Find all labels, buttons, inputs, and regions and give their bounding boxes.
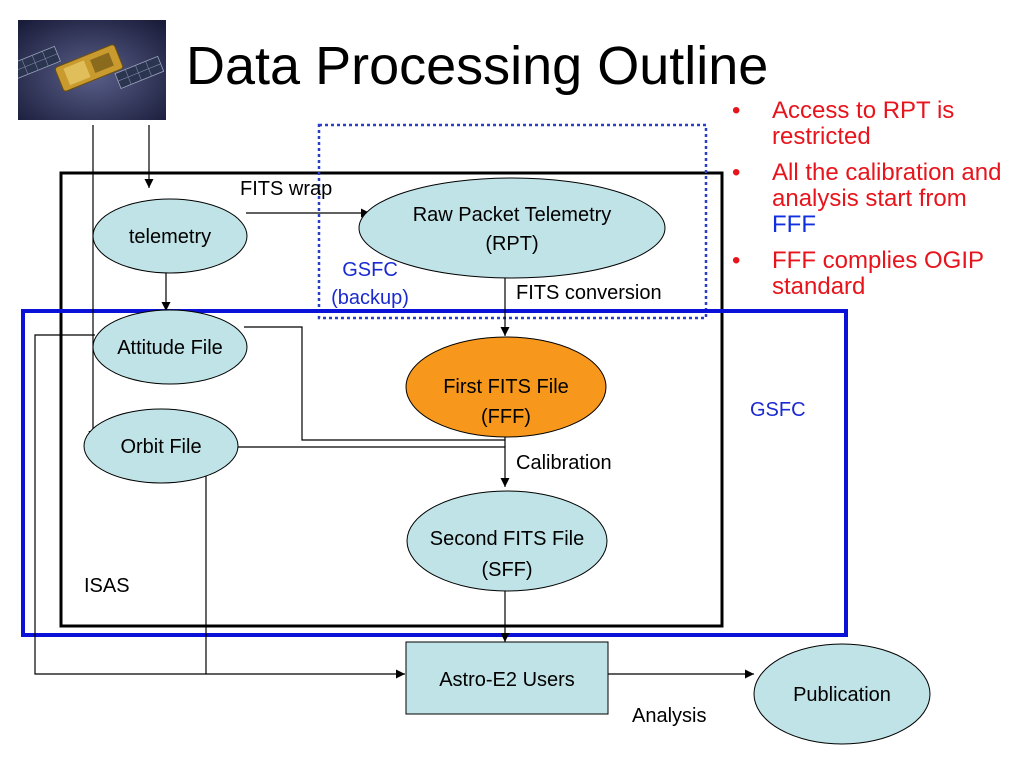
node-attitude-file: Attitude File — [92, 309, 248, 385]
arrow-orbit-to-calibration — [238, 446, 510, 487]
node-telemetry: telemetry — [92, 198, 248, 274]
fff-label-line1: First FITS File — [443, 376, 569, 398]
note-text: All the calibration and analysis start f… — [772, 159, 1002, 212]
fff-label-line2: (FFF) — [481, 406, 531, 428]
gsfc-backup-label-line1: GSFC — [342, 259, 398, 281]
rpt-label-line1: Raw Packet Telemetry — [413, 204, 612, 226]
calibration-label: Calibration — [516, 452, 612, 474]
note-text: Access to RPT is restricted — [772, 97, 955, 150]
fits-conversion-label: FITS conversion — [516, 282, 662, 304]
connectors — [34, 125, 754, 679]
bullet-icon: • — [732, 159, 741, 186]
fits-wrap-label: FITS wrap — [240, 178, 332, 200]
gsfc-backup-region-box — [317, 123, 708, 320]
satellite-image — [18, 20, 166, 120]
isas-region-box — [59, 171, 724, 628]
note-text: FFF complies OGIP standard — [772, 247, 984, 300]
isas-label: ISAS — [84, 575, 130, 597]
node-orbit-file: Orbit File — [83, 408, 239, 484]
gsfc-label: GSFC — [750, 399, 806, 421]
gsfc-backup-label-line2: (backup) — [331, 287, 409, 309]
note-item: • Access to RPT is restricted — [732, 98, 1012, 150]
node-sff: Second FITS File (SFF) — [406, 490, 608, 592]
analysis-label: Analysis — [632, 705, 706, 727]
notes-list: • Access to RPT is restricted • All the ca… — [732, 98, 1012, 310]
node-publication: Publication — [753, 643, 931, 745]
sff-label-line2: (SFF) — [481, 559, 532, 581]
orbit-file-label: Orbit File — [120, 436, 201, 458]
attitude-file-label: Attitude File — [117, 337, 223, 359]
arrow-attitude-to-users — [34, 334, 405, 679]
bullet-icon: • — [732, 97, 741, 124]
note-item: • All the calibration and analysis start … — [732, 160, 1012, 238]
rpt-label-line2: (RPT) — [485, 233, 538, 255]
sff-label-line1: Second FITS File — [430, 528, 585, 550]
astro-e2-users-label: Astro-E2 Users — [439, 669, 575, 691]
node-fff: First FITS File (FFF) — [405, 336, 607, 438]
line-attitude-to-calibration — [244, 326, 505, 441]
telemetry-label: telemetry — [129, 226, 211, 248]
publication-label: Publication — [793, 684, 891, 706]
page-title: Data Processing Outline — [186, 36, 769, 96]
note-item: • FFF complies OGIP standard — [732, 248, 1012, 300]
node-rpt: Raw Packet Telemetry (RPT) — [358, 177, 666, 279]
node-astro-e2-users: Astro-E2 Users — [405, 641, 609, 715]
gsfc-region-box — [21, 309, 848, 637]
bullet-icon: • — [732, 247, 741, 274]
note-highlight-fff: FFF — [772, 211, 816, 238]
